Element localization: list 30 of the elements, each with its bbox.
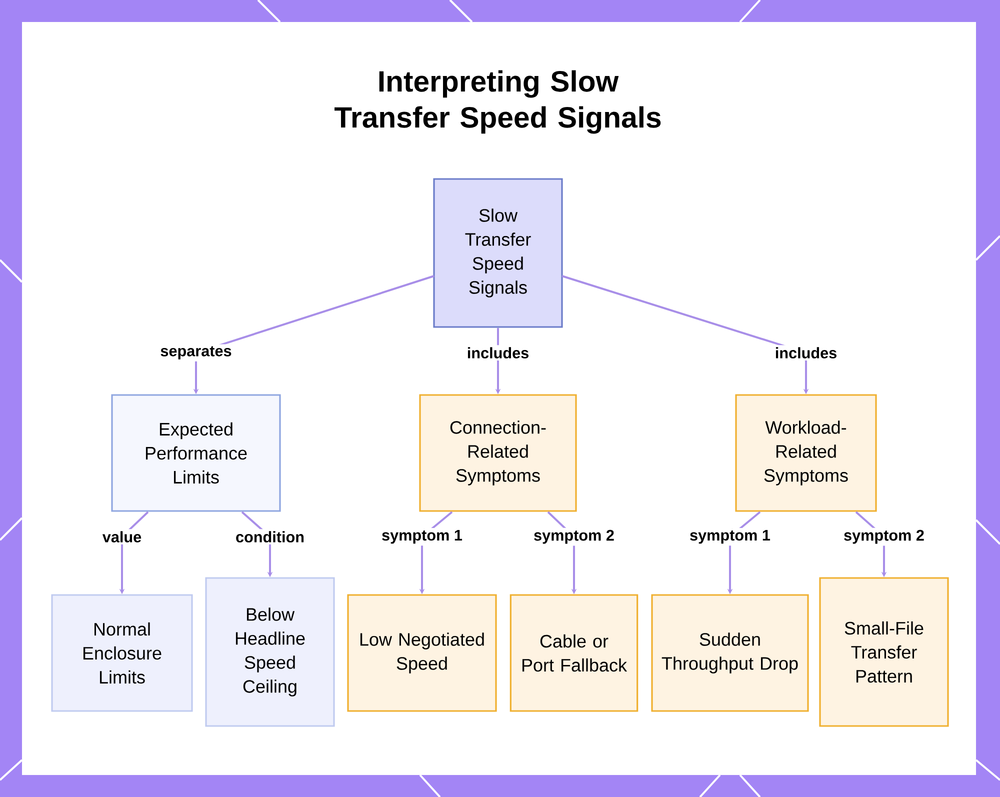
concept-box [651, 594, 809, 712]
edge-label: condition [236, 531, 304, 542]
node-text: Sudden Throughput Drop [662, 632, 798, 674]
edge-label: symptom 2 [844, 530, 924, 544]
concept-box [347, 594, 497, 712]
edge-label: includes [468, 347, 528, 358]
concept-box [51, 594, 193, 712]
node-text: Below Headline Speed Ceiling [236, 608, 305, 696]
concept-box [111, 394, 281, 512]
node-text: Workload-Related Symptoms [764, 420, 848, 486]
node-text: Cable or Port Fallback [522, 634, 628, 672]
edge-label: separates [160, 346, 232, 360]
edge-label: value [102, 531, 142, 542]
concept-box [433, 178, 563, 328]
node-text: Low Negotiated Speed [360, 632, 484, 674]
concept-box [819, 577, 949, 727]
edge-label: includes [776, 347, 836, 358]
concept-box [510, 594, 638, 712]
edge-label: symptom 1 [690, 530, 770, 544]
edge-label: symptom 1 [382, 530, 462, 544]
concept-box [735, 394, 877, 512]
node-text: Small-File Transfer Pattern [844, 621, 924, 683]
node-text: Slow Transfer Speed Signals [465, 208, 531, 298]
node-text: Expected Performance Limits [146, 422, 247, 484]
node-text: Normal Enclosure Limits [83, 622, 162, 684]
node-text: Connection-Related Symptoms [450, 420, 546, 486]
concept-box [419, 394, 577, 512]
edge-label: symptom 2 [534, 530, 614, 544]
concept-box [205, 577, 335, 727]
title: Interpreting Slow Transfer Speed Signals [334, 70, 661, 134]
